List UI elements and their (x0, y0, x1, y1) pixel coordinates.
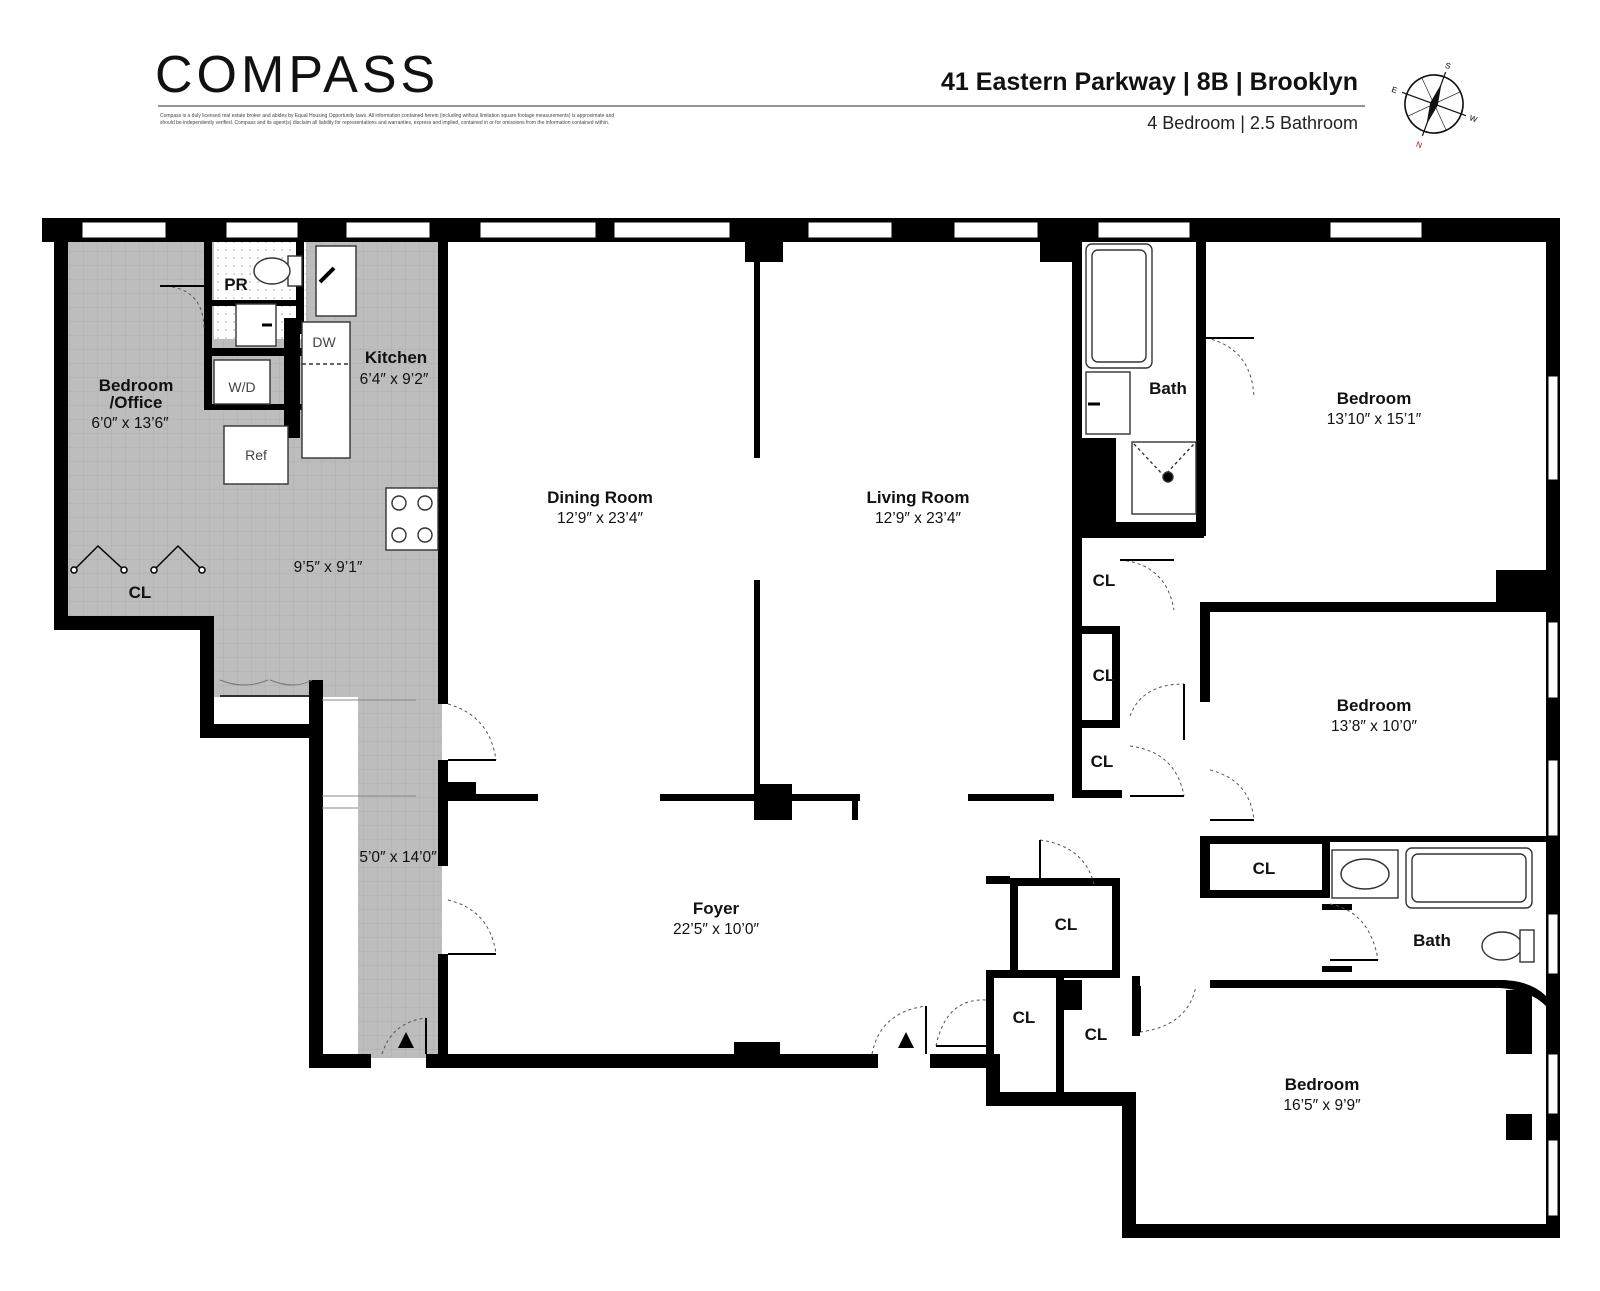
closet-label: CL (1093, 571, 1116, 590)
closet-label: CL (1055, 915, 1078, 934)
header: COMPASS Compass is a duly licensed real … (155, 46, 1479, 151)
bath-top-label: Bath (1149, 379, 1187, 398)
bedroom-office-label-2: /Office (110, 393, 163, 412)
washer-dryer-label: W/D (228, 379, 255, 395)
walls (42, 218, 1560, 1238)
washer-dryer-icon (213, 359, 271, 405)
closet-label: CL (1093, 666, 1116, 685)
disclaimer-line-2: should be independently verified. Compas… (160, 120, 609, 126)
closet-label: CL (1253, 859, 1276, 878)
listing-subtitle: 4 Bedroom | 2.5 Bathroom (1147, 113, 1358, 133)
fixtures (213, 243, 1535, 963)
bedroom-1-dims: 13’10″ x 15’1″ (1327, 411, 1422, 428)
door-leaves (160, 285, 1378, 1054)
bedroom-2-label: Bedroom (1337, 696, 1412, 715)
refrigerator-icon (223, 425, 289, 485)
dishwasher-label: DW (312, 334, 336, 350)
kitchen-dims-2: 9’5″ x 9’1″ (294, 559, 363, 576)
toilet-icon (253, 257, 291, 285)
living-room-label: Living Room (867, 488, 970, 507)
powder-room-label: PR (224, 275, 248, 294)
closet-label: CL (129, 583, 152, 602)
bedroom-3-dims: 16’5″ x 9’9″ (1283, 1097, 1361, 1114)
closet-label: CL (1091, 752, 1114, 771)
bedroom-2-dims: 13’8″ x 10’0″ (1331, 718, 1417, 735)
bifold-doors (70, 544, 313, 697)
compass-w-label: W (1468, 113, 1479, 124)
hall-dims: 5’0″ x 14’0″ (359, 849, 437, 866)
kitchen-label: Kitchen (365, 348, 427, 367)
room-labels: Bedroom /Office 6’0″ x 13’6″ PR Kitchen … (91, 275, 1451, 1114)
refrigerator-label: Ref (245, 447, 267, 463)
disclaimer-line-1: Compass is a duly licensed real estate b… (160, 113, 614, 119)
compass-s-label: S (1444, 61, 1452, 71)
bedroom-office-dims: 6’0″ x 13’6″ (91, 415, 169, 432)
dining-room-dims: 12’9″ x 23’4″ (557, 510, 643, 527)
entry-arrow-icon (398, 1032, 414, 1048)
door-swings (159, 285, 1379, 1055)
stove-icon (385, 487, 439, 551)
living-room-dims: 12’9″ x 23’4″ (875, 510, 961, 527)
compass-n-label: N (1415, 140, 1424, 151)
kitchen-dims: 6’4″ x 9’2″ (360, 371, 429, 388)
closet-label: CL (1085, 1025, 1108, 1044)
compass-e-label: E (1390, 85, 1398, 95)
compass-rose-icon: S N E W (1390, 61, 1479, 151)
bedroom-office-label: Bedroom (99, 376, 174, 395)
entry-arrow-icon (398, 1032, 914, 1048)
toilet-icon (1481, 931, 1523, 961)
dining-room-label: Dining Room (547, 488, 653, 507)
closet-label: CL (1013, 1008, 1036, 1027)
listing-title: 41 Eastern Parkway | 8B | Brooklyn (941, 68, 1358, 96)
foyer-label: Foyer (693, 899, 740, 918)
bedroom-3-label: Bedroom (1285, 1075, 1360, 1094)
entry-arrow-icon (898, 1032, 914, 1048)
bedroom-1-label: Bedroom (1337, 389, 1412, 408)
bath-bottom-label: Bath (1413, 931, 1451, 950)
compass-logo: COMPASS (155, 46, 439, 104)
foyer-dims: 22’5″ x 10’0″ (673, 921, 759, 938)
